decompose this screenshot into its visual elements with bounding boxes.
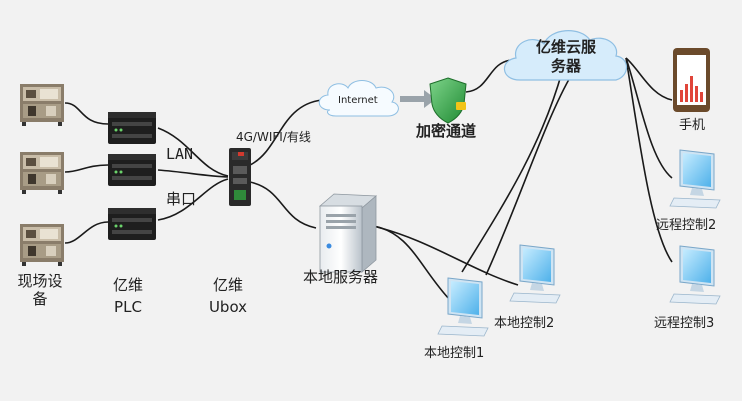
link-shield-cloud (465, 59, 513, 93)
plc-label-line2: PLC (114, 298, 142, 316)
ubox-label: 亿维 Ubox (204, 276, 252, 316)
arrow-icon (400, 90, 436, 108)
cloud-server-label: 亿维云服 务器 (524, 38, 608, 76)
link-cloud-phone (625, 57, 673, 101)
local2-label: 本地控制2 (494, 316, 555, 331)
remote3-label: 远程控制3 (654, 316, 715, 331)
link-machine3-plc3 (64, 221, 109, 244)
link-machine2-plc2 (64, 164, 109, 173)
link-cloud-remote3 (625, 57, 673, 263)
plc-label-line1: 亿维 (112, 276, 143, 294)
cloud-icon (503, 30, 628, 81)
link-ubox-internet (249, 99, 323, 166)
link-server-local1 (372, 225, 451, 301)
machine-icon (20, 224, 64, 266)
uplink-label: 4G/WIFI/有线 (236, 130, 311, 144)
server-icon (318, 193, 378, 273)
phone-label: 手机 (679, 118, 706, 133)
internet-label: Internet (338, 95, 378, 106)
lan-label: LAN (166, 145, 194, 163)
monitor-icon (509, 244, 561, 304)
plc-label: 亿维 PLC (108, 276, 148, 316)
phone-icon (673, 48, 710, 112)
link-cloud-remote2 (625, 57, 673, 179)
encrypted-channel-label: 加密通道 (416, 122, 477, 140)
local-server-label: 本地服务器 (303, 268, 379, 286)
cloud-server-label-line2: 务器 (550, 56, 581, 75)
ubox-label-line1: 亿维 (212, 276, 243, 294)
link-ubox-server (249, 181, 317, 229)
cloud-icon (318, 80, 399, 117)
link-local1-cloud (461, 71, 563, 273)
local1-label: 本地控制1 (424, 346, 485, 361)
remote2-label: 远程控制2 (656, 218, 717, 233)
plc-icon (108, 208, 156, 240)
link-machine1-plc1 (64, 102, 109, 125)
link-local2-cloud (485, 73, 573, 276)
monitor-icon (437, 277, 489, 337)
plc-icon (108, 112, 156, 144)
monitor-icon (669, 245, 721, 305)
machine-icon (20, 152, 64, 194)
monitor-icon (669, 149, 721, 209)
ubox-label-line2: Ubox (208, 298, 248, 316)
connection-lines (64, 57, 673, 301)
link-plc3-ubox (157, 178, 229, 221)
shield-icon (429, 77, 467, 124)
link-plc1-ubox (157, 127, 229, 177)
field-devices-label-line1: 现场设 (17, 272, 63, 290)
cloud-server-label-line1: 亿维云服 (535, 38, 596, 56)
field-devices-label: 现场设 备 (14, 272, 66, 308)
link-server-local2 (372, 225, 519, 286)
plc-icon (108, 154, 156, 186)
machine-icon (20, 84, 64, 126)
serial-label: 串口 (166, 190, 197, 208)
link-plc2-ubox (157, 169, 229, 178)
field-devices-label-line2: 备 (32, 290, 48, 308)
ubox-icon (229, 148, 251, 206)
